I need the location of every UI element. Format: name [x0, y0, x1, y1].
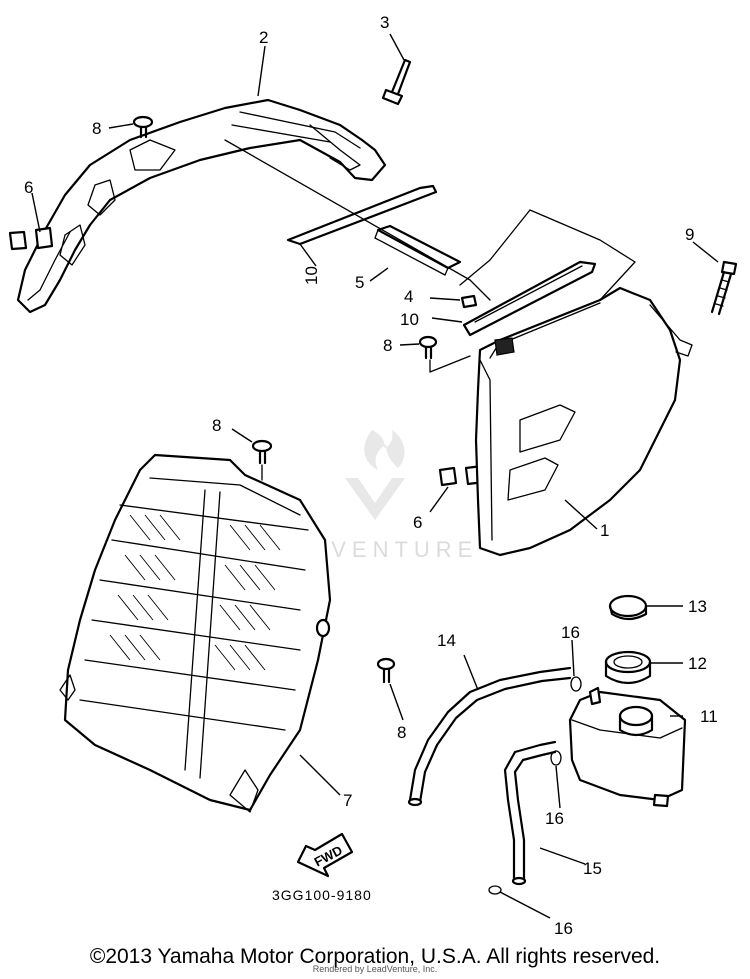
- rendered-by-notice: Rendered by LeadVenture, Inc.: [312, 964, 438, 974]
- callout-5: 5: [355, 273, 364, 292]
- callout-10-lower: 10: [400, 310, 419, 329]
- part-11-reservoir-tank: [568, 686, 687, 808]
- copyright-notice: ©2013 Yamaha Motor Corporation, U.S.A. A…: [89, 945, 661, 968]
- part-3-rivet: [381, 58, 412, 106]
- callout-10-upper: 10: [302, 266, 321, 285]
- part-7-radiator-shroud: [59, 453, 332, 813]
- callout-16-mid: 16: [545, 809, 564, 828]
- part-4-clip: [460, 294, 478, 309]
- callout-2: 2: [259, 28, 268, 47]
- part-16-clamp-c: [488, 885, 502, 895]
- part-9-bolt: [710, 260, 738, 316]
- callout-8-mid: 8: [383, 336, 392, 355]
- part-6-clip-left: [8, 226, 54, 251]
- callout-12: 12: [688, 654, 707, 673]
- part-1-side-panel: [474, 286, 693, 557]
- part-8-screw-shroud-top: [251, 439, 273, 465]
- callout-14: 14: [437, 631, 456, 650]
- callout-6-right: 6: [413, 513, 422, 532]
- diagram-reference-code: 3GG100-9180: [272, 887, 372, 903]
- part-16-clamp-a: [570, 676, 582, 692]
- callout-8-shroud-side: 8: [397, 723, 406, 742]
- fwd-arrow: FWD: [296, 832, 354, 878]
- callout-15: 15: [583, 859, 602, 878]
- callout-3: 3: [380, 13, 389, 32]
- part-8-screw-shroud-side: [376, 657, 396, 684]
- callout-16-lower: 16: [554, 919, 573, 938]
- part-15-hose: [503, 740, 557, 886]
- callout-16-upper: 16: [561, 623, 580, 642]
- callout-4: 4: [404, 287, 413, 306]
- leader-lines: [31, 33, 719, 919]
- part-12-neck: [604, 650, 652, 685]
- callout-8-upper: 8: [92, 119, 101, 138]
- part-8-screw-mid: [418, 335, 438, 360]
- callout-6-left: 6: [24, 178, 33, 197]
- part-10-trim-lower: [462, 260, 597, 337]
- callout-11: 11: [700, 707, 718, 726]
- callout-9: 9: [685, 225, 694, 244]
- callout-7: 7: [343, 791, 352, 810]
- part-16-clamp-b: [550, 750, 562, 766]
- callout-13: 13: [688, 597, 707, 616]
- part-14-hose: [407, 666, 572, 807]
- part-13-cap: [608, 594, 648, 621]
- part-5-pad: [374, 224, 462, 276]
- part-10-trim-upper: [286, 184, 438, 246]
- part-2-frame: [16, 98, 387, 314]
- assembly-guide-lines: [224, 139, 636, 481]
- callout-numbers: 2 3 8 6 10 5 4 10 8 9 8 6 1 8 7 13 12 11…: [24, 13, 718, 938]
- part-8-screw-upper: [132, 115, 154, 139]
- callout-1: 1: [600, 521, 609, 540]
- callout-8-shroud-top: 8: [212, 416, 221, 435]
